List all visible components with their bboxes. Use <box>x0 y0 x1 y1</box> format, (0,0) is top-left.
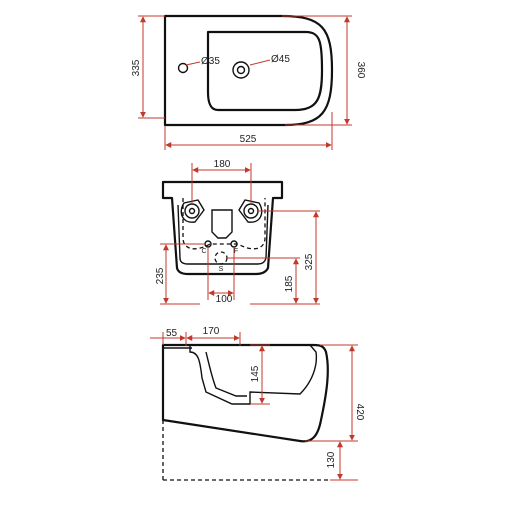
left-fixing-hole <box>184 203 200 219</box>
bowl-profile-inner <box>205 351 247 397</box>
base-height-dimension: 130 <box>326 451 337 468</box>
back-cavity <box>182 198 266 250</box>
fixing-height-dimension: 325 <box>304 253 315 270</box>
drain-point <box>214 251 228 265</box>
side-hole <box>177 62 189 74</box>
side-view: 55 170 145 420 130 <box>150 326 365 481</box>
right-fixing-hole <box>243 203 259 219</box>
inlet-spacing-dimension: 100 <box>216 294 233 305</box>
right-fixing-slot <box>238 199 263 223</box>
left-fixing-hole-center <box>188 207 196 215</box>
drain-height-dimension: 185 <box>284 275 295 292</box>
side-hole-label: Ø35 <box>201 56 220 67</box>
drain-mark: S <box>219 266 224 273</box>
hot-mark: F <box>234 248 238 255</box>
depth-hole-dimension: 335 <box>131 59 142 76</box>
front-view: C F S 180 100 235 185 325 <box>155 159 320 305</box>
cold-mark: C <box>201 248 206 255</box>
bowl-offset-dimension: 170 <box>203 326 220 337</box>
tap-hole-label: Ø45 <box>271 54 290 65</box>
overall-height-dimension: 420 <box>354 404 365 421</box>
supply-height-dimension: 235 <box>155 267 166 284</box>
bowl-depth-dimension: 145 <box>250 365 261 382</box>
bowl-opening <box>206 30 324 112</box>
tap-hole-inner <box>236 65 246 75</box>
wall-offset-dimension: 55 <box>166 328 178 339</box>
right-fixing-hole-center <box>247 207 255 215</box>
top-view-outline <box>163 14 334 127</box>
fixing-spacing-dimension: 180 <box>214 159 231 170</box>
cold-supply-point <box>204 240 212 248</box>
left-fixing-slot <box>180 199 205 223</box>
front-view-outline <box>161 180 284 276</box>
side-view-outline <box>161 343 329 443</box>
top-view: 525 335 360 Ø45 Ø35 <box>131 14 366 150</box>
width-dimension: 525 <box>240 134 257 145</box>
tap-hole <box>232 61 250 79</box>
bowl-profile <box>189 344 318 405</box>
waste-spigot-shape <box>211 209 233 239</box>
depth-dimension: 360 <box>355 62 366 79</box>
